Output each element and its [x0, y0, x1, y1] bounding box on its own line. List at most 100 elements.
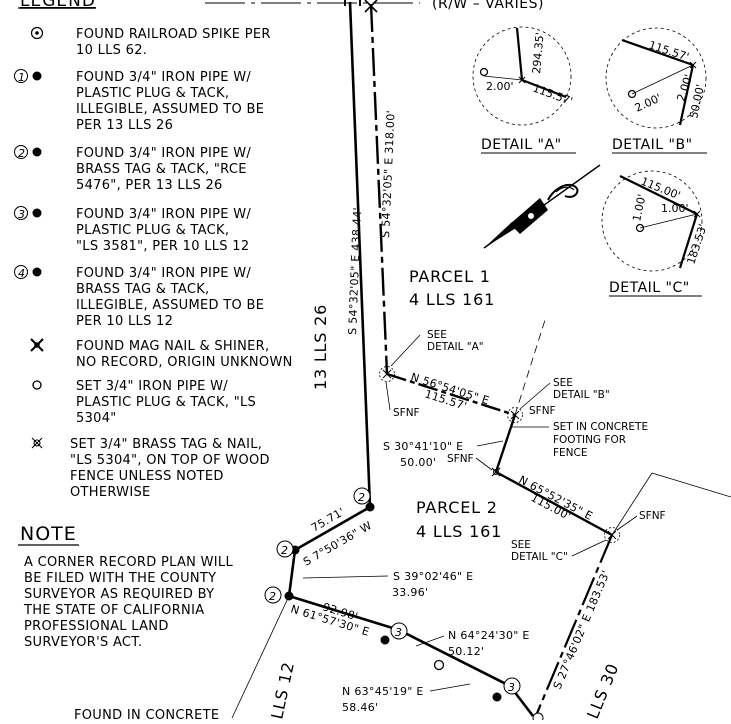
parcel-2-ref: 4 LLS 161: [416, 522, 502, 541]
legend-text: FOUND 3/4" IRON PIPE W/: [76, 207, 251, 222]
bearing-b-to-fence: S 30°41'10" E: [383, 440, 463, 453]
brass-tag-nail-icon: [689, 61, 697, 69]
note-text: A CORNER RECORD PLAN WILL: [24, 555, 233, 570]
legend-text: BRASS TAG & TACK,: [76, 282, 209, 297]
callout-concrete: FENCE: [553, 447, 588, 459]
found-pipe-icon: [365, 502, 375, 512]
brass-tag-nail-icon: [518, 76, 526, 84]
svg-text:4: 4: [18, 267, 25, 280]
brass-tag-nail-icon: [379, 366, 395, 382]
svg-text:2: 2: [281, 544, 288, 557]
brass-tag-nail-icon: [507, 407, 523, 423]
boundary-lines: [231, 1, 731, 719]
numbered-monument-icon: [14, 265, 28, 279]
detail-c: 115.00' 1.00' 1.00' 183.53' DETAIL "C": [601, 170, 710, 297]
parcel-1-ref: 4 LLS 161: [409, 290, 495, 309]
svg-text:3: 3: [18, 208, 25, 221]
detail-c-dim: 1.00': [630, 193, 648, 223]
legend-text: SET 3/4" IRON PIPE W/: [76, 379, 228, 394]
set-pipe-icon: [627, 89, 637, 99]
bearings: S 54°32'05" E 438.44' S 54°32'05" E 318.…: [289, 110, 613, 714]
legend-item-pipe-2: 2 FOUND 3/4" IRON PIPE W/ BRASS TAG & TA…: [14, 145, 251, 193]
legend-text: PER 10 LLS 12: [76, 314, 173, 329]
note-text: BE FILED WITH THE COUNTY: [24, 571, 216, 586]
legend-title: LEGEND: [20, 0, 96, 11]
svg-text:2: 2: [18, 147, 25, 160]
legend-item-mag-nail: FOUND MAG NAIL & SHINER, NO RECORD, ORIG…: [30, 338, 292, 370]
parcel-1-label: PARCEL 1: [409, 267, 491, 286]
brass-tag-nail-icon: [31, 437, 43, 449]
bottom-left-note: FOUND IN CONCRETE: [74, 708, 219, 720]
callout-sfnf: SFNF: [447, 453, 474, 465]
detail-b: 115.57' 2.00' 2.00' 50.00' DETAIL "B": [605, 27, 707, 154]
record-ref-left: 13 LLS 26: [311, 304, 330, 390]
bearing-east-line: S 54°32'05" E 318.00': [379, 110, 398, 238]
numbered-monument-icon: [390, 622, 408, 640]
legend-text: FOUND 3/4" IRON PIPE W/: [76, 146, 251, 161]
distance-n63: 58.46': [342, 701, 378, 714]
detail-a-dim: 2.00': [486, 80, 514, 93]
distance-b-to-fence: 50.00': [400, 456, 436, 469]
legend-item-pipe-4: 4 FOUND 3/4" IRON PIPE W/ BRASS TAG & TA…: [14, 265, 264, 329]
legend-text: SET 3/4" BRASS TAG & NAIL,: [70, 437, 262, 452]
brass-tag-nail-icon: [604, 527, 620, 543]
north-arrow-icon: [483, 164, 601, 249]
detail-c-dim: 1.00': [661, 202, 689, 215]
mag-nail-icon: [30, 338, 44, 352]
callout-sfnf: SFNF: [393, 407, 420, 419]
note-text: SURVEYOR AS REQUIRED BY: [24, 587, 214, 602]
legend-text: FOUND RAILROAD SPIKE PER: [76, 27, 271, 42]
note-title: NOTE: [20, 523, 77, 545]
found-pipe-icon: [380, 635, 390, 645]
svg-text:2: 2: [269, 590, 276, 603]
legend-item-pipe-1: 1 FOUND 3/4" IRON PIPE W/ PLASTIC PLUG &…: [14, 69, 264, 133]
callout-see-a: SEE: [427, 329, 447, 341]
found-pipe-icon: [32, 208, 42, 218]
legend-text: PLASTIC PLUG & TACK,: [76, 86, 229, 101]
numbered-monument-icon: [14, 206, 28, 220]
note-text: THE STATE OF CALIFORNIA: [23, 603, 204, 618]
note-text: PROFESSIONAL LAND: [24, 619, 169, 634]
callout-sfnf: SFNF: [639, 510, 666, 522]
parcel-2-label: PARCEL 2: [416, 498, 498, 517]
bearing-n63: N 63°45'19" E: [342, 685, 424, 698]
found-pipe-icon: [32, 267, 42, 277]
railroad-spike-symbol-icon: [30, 26, 44, 40]
callout-concrete: SET IN CONCRETE: [553, 421, 648, 433]
found-pipe-icon: [32, 147, 42, 157]
note-text: SURVEYOR'S ACT.: [24, 635, 142, 650]
legend-item-set-pipe: SET 3/4" IRON PIPE W/ PLASTIC PLUG & TAC…: [32, 379, 256, 426]
note-block: NOTE A CORNER RECORD PLAN WILL BE FILED …: [18, 523, 233, 650]
legend-text: 10 LLS 62.: [76, 43, 147, 58]
legend-text: "LS 5304", ON TOP OF WOOD: [70, 453, 270, 468]
found-pipe-icon: [284, 591, 294, 601]
svg-text:1: 1: [18, 71, 25, 84]
callout-sfnf: SFNF: [529, 405, 556, 417]
bearing-n64: N 64°24'30" E: [448, 629, 530, 642]
brass-tag-nail-icon: [693, 210, 701, 218]
callout-see-b: SEE: [553, 377, 573, 389]
detail-a-dim: 115.57': [531, 82, 574, 108]
mag-nail-icon: [364, 0, 378, 13]
detail-b-dim: 115.57': [647, 38, 691, 63]
set-pipe-icon: [433, 659, 445, 671]
callout-see-c: DETAIL "C": [511, 551, 568, 563]
legend-text: FOUND 3/4" IRON PIPE W/: [76, 70, 251, 85]
legend-item-brass-tag: SET 3/4" BRASS TAG & NAIL, "LS 5304", ON…: [31, 437, 270, 500]
record-ref-lower-left: LLS 12: [267, 660, 298, 720]
road-right-of-way: (R/W – VARIES): [205, 0, 544, 12]
detail-b-title: DETAIL "B": [612, 137, 693, 153]
record-ref-lower-right: LLS 30: [583, 660, 622, 720]
legend-text: 5304": [76, 411, 117, 426]
row-label: (R/W – VARIES): [432, 0, 544, 12]
detail-a-title: DETAIL "A": [481, 137, 562, 153]
legend-text: FOUND 3/4" IRON PIPE W/: [76, 266, 251, 281]
detail-c-title: DETAIL "C": [609, 280, 690, 296]
bearing-west-line: S 54°32'05" E 438.44': [346, 207, 364, 335]
callouts: SEE DETAIL "A" SFNF SEE DETAIL "B" SFNF …: [385, 329, 666, 563]
legend-text: BRASS TAG & TACK, "RCE: [76, 162, 247, 177]
callout-see-b: DETAIL "B": [553, 389, 610, 401]
callout-see-c: SEE: [511, 539, 531, 551]
